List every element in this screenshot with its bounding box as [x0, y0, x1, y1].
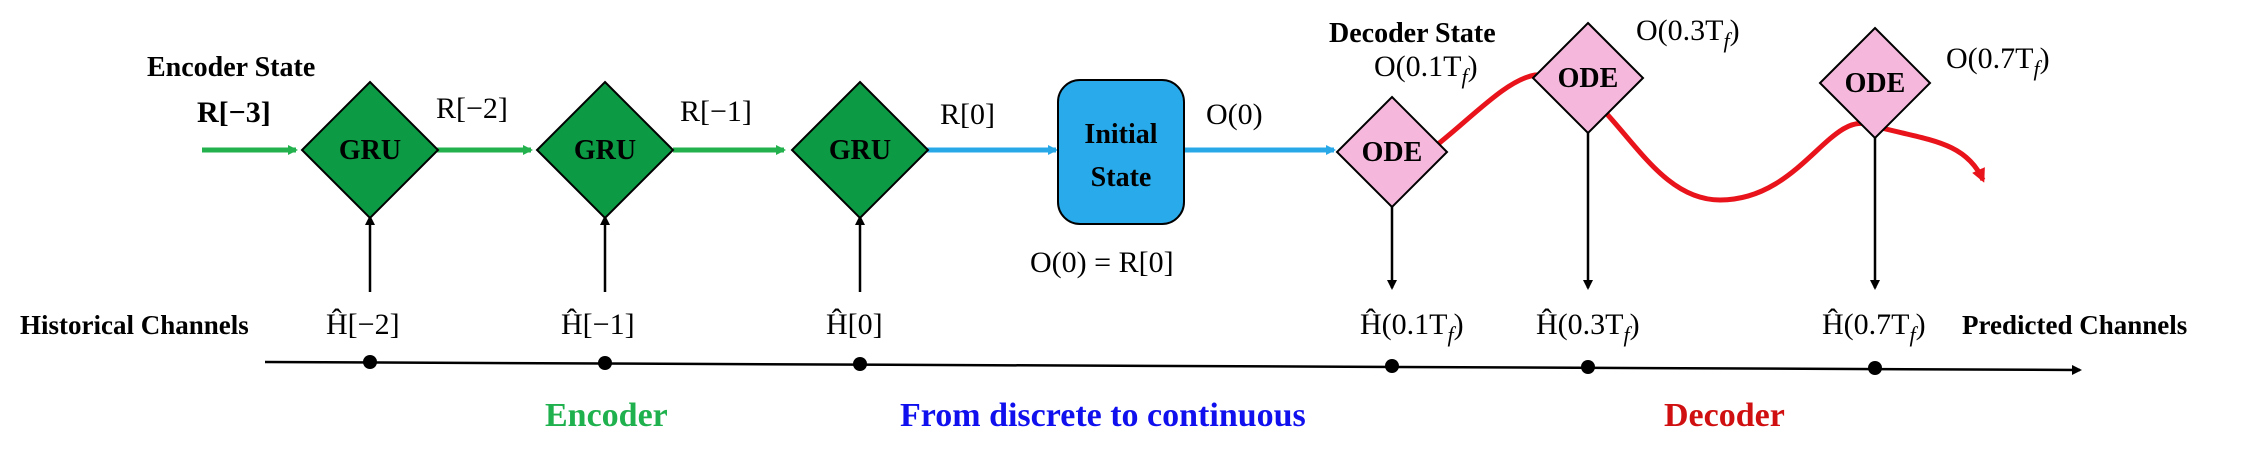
axis-dot-0: [363, 355, 377, 369]
ode-node-1: ODE: [1531, 21, 1645, 135]
section-encoder: Encoder: [545, 397, 668, 434]
axis-dot-3: [1385, 359, 1399, 373]
svg-text:ODE: ODE: [1558, 63, 1619, 94]
axis-dot-4: [1581, 360, 1595, 374]
r-input-0: R[−3]: [197, 96, 271, 129]
h-input-2: Ĥ[0]: [826, 308, 883, 341]
section-bridge: From discrete to continuous: [900, 397, 1306, 434]
decoder-trajectory: [1426, 72, 1986, 203]
axis-dot-2: [853, 357, 867, 371]
decoder-state-label: Decoder State: [1329, 18, 1496, 49]
svg-text:GRU: GRU: [574, 135, 636, 166]
svg-text:GRU: GRU: [829, 135, 891, 166]
svg-text:ODE: ODE: [1845, 68, 1906, 99]
o-output-2: O(0.7Tf): [1946, 42, 2050, 81]
r-input-3: R[0]: [940, 98, 995, 131]
o-output-1: O(0.3Tf): [1636, 14, 1740, 53]
historical-channels-label: Historical Channels: [20, 310, 249, 340]
initial-equation: O(0) = R[0]: [1030, 246, 1174, 279]
initial-output-label: O(0): [1206, 98, 1263, 131]
ode-node-0: ODE: [1335, 95, 1449, 209]
time-axis: [264, 360, 2082, 375]
h-input-0: Ĥ[−2]: [326, 308, 400, 341]
gru-node-0: GRU: [300, 80, 440, 220]
svg-text:GRU: GRU: [339, 135, 401, 166]
axis-dot-5: [1868, 361, 1882, 375]
h-output-2: Ĥ(0.7Tf): [1822, 308, 1926, 347]
axis-dot-1: [598, 356, 612, 370]
predicted-channels-label: Predicted Channels: [1962, 310, 2187, 340]
gru-node-1: GRU: [535, 80, 675, 220]
h-output-1: Ĥ(0.3Tf): [1536, 308, 1640, 347]
h-output-0: Ĥ(0.1Tf): [1360, 308, 1464, 347]
ode-node-2: ODE: [1818, 26, 1932, 140]
section-decoder: Decoder: [1664, 397, 1785, 434]
gru-node-2: GRU: [790, 80, 930, 220]
r-input-2: R[−1]: [680, 95, 752, 128]
encoder-state-label: Encoder State: [147, 52, 315, 83]
svg-text:State: State: [1091, 162, 1152, 193]
svg-text:ODE: ODE: [1362, 137, 1423, 168]
o-output-0: O(0.1Tf): [1374, 50, 1478, 89]
svg-text:Initial: Initial: [1084, 119, 1157, 150]
initial-state-node: Initial State: [1057, 79, 1185, 225]
h-input-1: Ĥ[−1]: [561, 308, 635, 341]
r-input-1: R[−2]: [436, 92, 508, 125]
